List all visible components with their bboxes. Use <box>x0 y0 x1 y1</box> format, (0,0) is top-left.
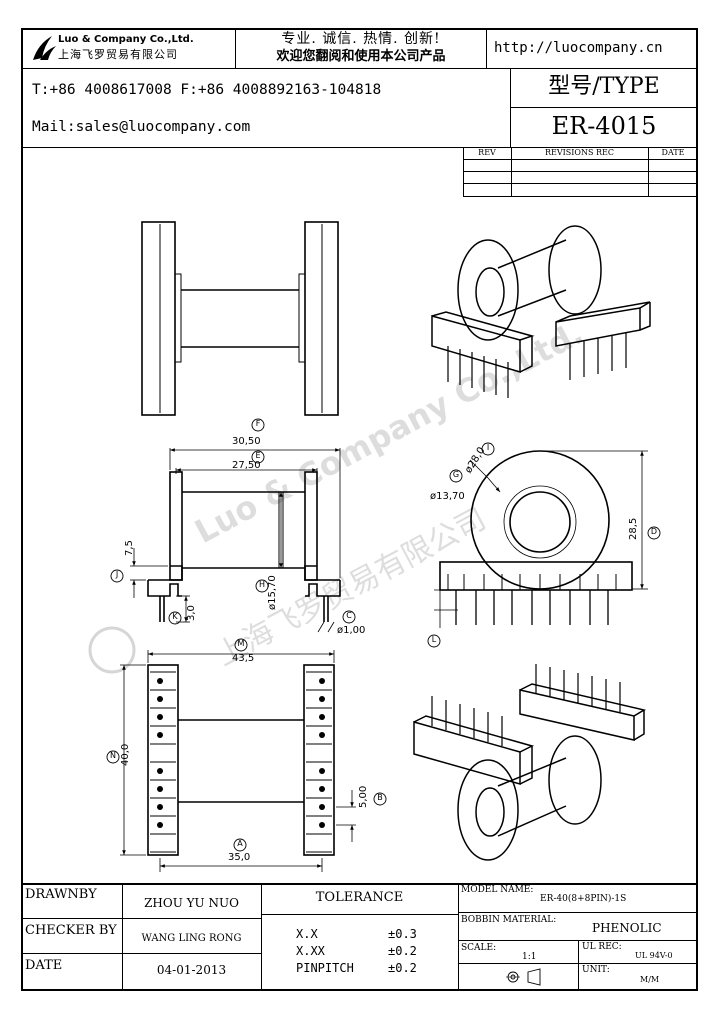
dim-h: ø15,70 <box>267 575 278 610</box>
title-block-top <box>22 883 698 885</box>
marker-d: D <box>650 527 658 536</box>
marker-c: C <box>346 611 352 620</box>
slogan-line2: 欢迎您翻阅和使用本公司产品 <box>276 49 446 64</box>
ul-rec-value: UL 94V-0 <box>635 951 673 960</box>
tol-xx-value: ±0.2 <box>388 944 417 958</box>
dim-j: 7,5 <box>124 540 135 556</box>
tol-xx-label: X.XX <box>296 944 325 958</box>
dim-m: 43,5 <box>232 653 255 664</box>
phone-fax: T:+86 4008617008 F:+86 4008892163-104818 <box>32 82 382 98</box>
company-name-cn: 上海飞罗贸易有限公司 <box>58 48 178 61</box>
marker-a: A <box>237 839 243 848</box>
mail-address[interactable]: Mail:sales@luocompany.com <box>32 119 251 135</box>
drawing-frame <box>21 28 698 991</box>
marker-h: H <box>258 580 265 589</box>
marker-i: I <box>486 443 490 452</box>
dim-g: ø13,70 <box>430 491 465 502</box>
bobbin-material-label: BOBBIN MATERIAL: <box>461 915 557 925</box>
tol-pinpitch-value: ±0.2 <box>388 961 417 975</box>
marker-e: E <box>255 451 261 460</box>
tolerance-label: TOLERANCE <box>315 890 404 905</box>
rev-header: REV <box>478 148 496 157</box>
header-bottom-line <box>22 147 698 148</box>
marker-f: F <box>255 419 261 428</box>
slogan-line1: 专业. 诚信. 热情. 创新! <box>281 31 441 47</box>
ul-rec-label: UL REC: <box>582 942 622 952</box>
header-divider <box>22 68 698 69</box>
date-header: DATE <box>661 148 685 157</box>
scale-label: SCALE: <box>461 943 497 953</box>
dim-a: 35,0 <box>228 852 251 863</box>
marker-m: M <box>237 639 245 648</box>
marker-b: B <box>377 793 383 802</box>
scale-value: 1:1 <box>522 952 537 962</box>
dim-b: 5,00 <box>358 785 369 808</box>
dim-c: ø1,00 <box>337 625 366 636</box>
marker-n: N <box>110 751 116 760</box>
marker-j: J <box>115 570 119 579</box>
date-label: DATE <box>25 958 63 973</box>
dim-d: 28,5 <box>628 517 639 540</box>
revisions-rec-header: REVISIONS REC <box>544 148 614 157</box>
tol-pinpitch-label: PINPITCH <box>296 961 354 975</box>
company-name: Luo & Company Co.,Ltd. <box>58 34 194 45</box>
type-label: 型号/TYPE <box>548 74 660 99</box>
tol-x-value: ±0.3 <box>388 927 417 941</box>
tol-x-label: X.X <box>296 927 318 941</box>
bobbin-material-value: PHENOLIC <box>592 921 662 935</box>
dim-e: 27,50 <box>232 460 261 471</box>
marker-l: L <box>431 635 437 644</box>
model-name-value: ER-40(8+8PIN)-1S <box>540 894 627 904</box>
drawnby-value: ZHOU YU NUO <box>144 896 239 910</box>
dim-n: 40,0 <box>120 743 131 766</box>
unit-label: UNIT: <box>582 965 610 975</box>
unit-value: M/M <box>640 975 660 984</box>
website-link[interactable]: http://luocompany.cn <box>494 40 663 56</box>
model-name-label: MODEL NAME: <box>461 885 534 895</box>
checker-value: WANG LING RONG <box>141 933 242 944</box>
model-number: ER-4015 <box>551 112 657 140</box>
dim-f: 30,50 <box>232 436 261 447</box>
dim-k: 3,0 <box>186 605 197 621</box>
checker-label: CHECKER BY <box>25 923 117 938</box>
drawnby-label: DRAWNBY <box>25 887 97 902</box>
marker-g: G <box>452 470 460 479</box>
date-value: 04-01-2013 <box>156 963 227 977</box>
marker-k: K <box>172 612 178 621</box>
